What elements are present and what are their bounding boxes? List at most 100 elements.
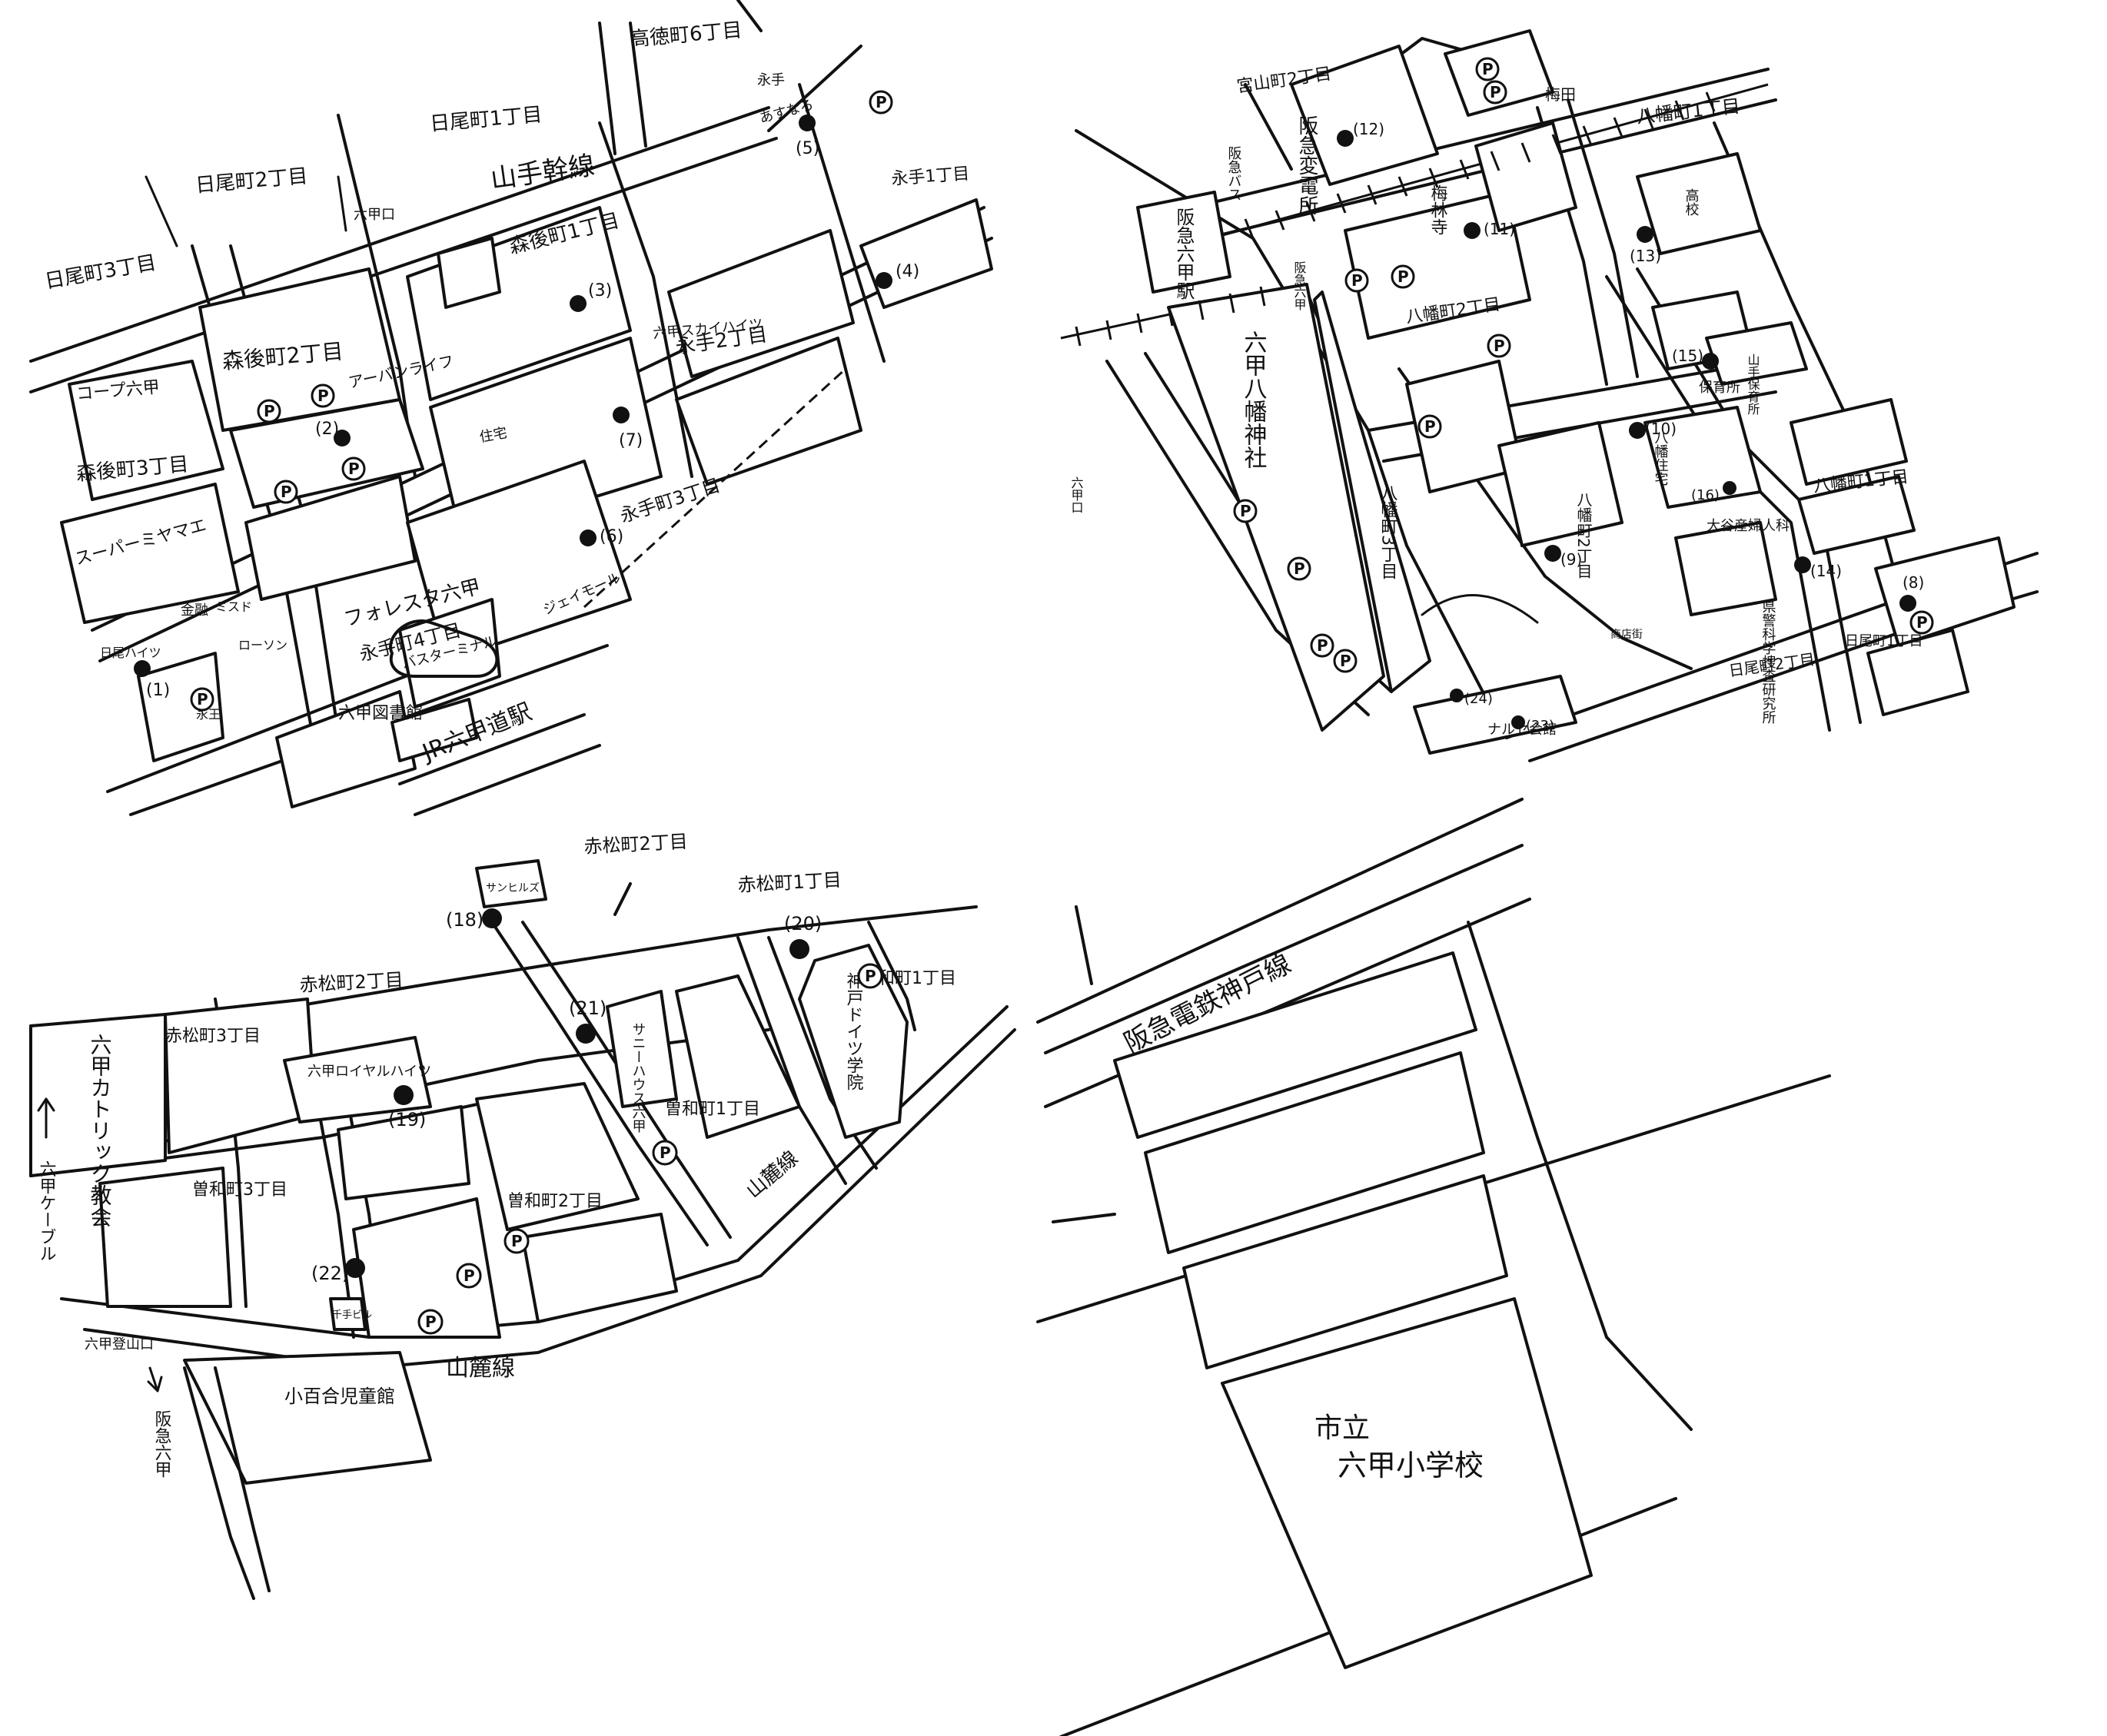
stop-marker-9[interactable] [1544, 545, 1561, 562]
place-label-shotengai: 商店街 [1610, 629, 1643, 641]
stop-marker-22[interactable] [345, 1258, 365, 1278]
place-label-catholic: 六甲カトリック教会 [88, 1034, 113, 1227]
stop-marker-4[interactable] [876, 272, 892, 289]
place-label-koko: 高校 [1683, 188, 1700, 216]
parking-icon: P [341, 456, 366, 481]
stop-marker-3[interactable] [570, 295, 587, 312]
stop-label-13: (13) [1630, 247, 1661, 265]
place-label-royal-heights: 六甲ロイヤルハイツ [307, 1064, 431, 1080]
parking-group-top-right: P P P P P P P P P P P [1233, 57, 1934, 673]
stop-marker-15[interactable] [1702, 353, 1719, 370]
area-label-hio1: 日尾町1丁目 [429, 103, 543, 136]
labels-bottom-left: 赤松町2丁目 赤松町1丁目 赤松町2丁目 赤松町3丁目 曽和町1丁目 曽和町1丁… [37, 831, 957, 1478]
stop-label-15: (15) [1672, 347, 1703, 365]
stops-bottom-left: (18) (19) (20) (21) (22) [311, 908, 822, 1284]
place-label-tozan: 六甲登山口 [85, 1336, 154, 1353]
svg-text:P: P [876, 93, 887, 111]
place-label-hankyu-rokko: 阪急六甲駅 [1173, 207, 1195, 300]
stop-marker-21[interactable] [576, 1024, 596, 1044]
svg-text:P: P [1294, 559, 1305, 578]
svg-text:P: P [264, 402, 275, 420]
parking-icon: P [190, 687, 214, 712]
stop-marker-16[interactable] [1723, 481, 1736, 495]
svg-text:P: P [1482, 60, 1494, 78]
stop-label-19: (19) [388, 1109, 426, 1130]
place-label-sunny-house: サニーハウス六甲 [630, 1022, 646, 1133]
road-label-sanroku: 山麓線 [446, 1355, 515, 1382]
stop-marker-5[interactable] [799, 115, 816, 131]
area-label-hio3: 日尾町3丁目 [43, 251, 158, 294]
stops-top-right: (8) (9) (10) (11) (12) (13) (14) (15) (1… [1337, 120, 1924, 734]
place-label-hankyu-substation: 阪急変電所 [1295, 115, 1318, 215]
area-label-hachiman2b: 八幡町2丁目 [1574, 492, 1593, 579]
stop-label-6: (6) [600, 527, 623, 546]
place-label-baishoji: 梅林寺 [1428, 184, 1448, 235]
place-label-umeda: 梅田 [1545, 85, 1576, 104]
parking-icon: P [1233, 499, 1258, 523]
stop-marker-20[interactable] [789, 939, 809, 959]
map-bottom-right [1036, 798, 1831, 1736]
stop-label-16: (16) [1691, 487, 1720, 503]
parking-icon: P [1475, 57, 1500, 81]
stop-marker-10[interactable] [1629, 422, 1646, 439]
area-label-hio2: 日尾町2丁目 [194, 164, 309, 197]
stop-label-5: (5) [796, 139, 819, 158]
stop-label-23: (23) [1526, 718, 1554, 734]
parking-icon: P [869, 90, 893, 115]
place-label-german-school: 神戸ドイツ学院 [844, 972, 864, 1090]
place-label-kiriuma: 県警科学捜査研究所 [1760, 599, 1776, 724]
place-label-rokko-street: 阪急六甲 [1292, 261, 1307, 310]
svg-text:P: P [1424, 417, 1436, 436]
stop-marker-12[interactable] [1337, 130, 1354, 147]
svg-text:P: P [348, 460, 360, 478]
place-label-lawson: ローソン [238, 638, 287, 652]
stop-marker-14[interactable] [1794, 556, 1811, 573]
stop-label-9: (9) [1560, 550, 1582, 569]
place-label-shrine: 六甲八幡神社 [1240, 330, 1268, 469]
svg-text:P: P [425, 1313, 437, 1331]
svg-text:P: P [511, 1232, 523, 1250]
stop-label-21: (21) [569, 997, 607, 1019]
place-label-rokko-left: 六甲口 [1069, 476, 1084, 513]
parking-icon: P [857, 963, 883, 989]
place-label-misuto: ミスド [215, 599, 252, 614]
parking-icon: P [274, 480, 298, 504]
parking-icon: P [311, 383, 335, 408]
map-bottom-left [29, 859, 1016, 1600]
stop-marker-19[interactable] [394, 1085, 414, 1105]
area-label-eite1: 永手1丁目 [891, 164, 970, 189]
stop-label-8: (8) [1903, 573, 1924, 592]
stop-label-4: (4) [896, 262, 919, 281]
stop-label-22: (22) [311, 1263, 349, 1284]
stop-label-14: (14) [1810, 562, 1842, 580]
parking-icon: P [257, 399, 281, 423]
stop-marker-23[interactable] [1511, 715, 1525, 729]
place-label-hankyu-bus: 阪急バス [1226, 146, 1242, 201]
stop-marker-24[interactable] [1450, 689, 1464, 702]
area-label-hio1-tr: 日尾町1丁目 [1845, 633, 1923, 649]
svg-text:P: P [1397, 267, 1409, 286]
svg-text:P: P [1240, 502, 1251, 520]
place-label-narusegaikan: ナルセ会館 [1487, 722, 1557, 738]
svg-text:P: P [281, 483, 292, 501]
stop-marker-18[interactable] [482, 908, 502, 928]
parking-icon: P [1310, 633, 1334, 658]
stop-marker-6[interactable] [580, 529, 597, 546]
stop-marker-7[interactable] [613, 407, 630, 423]
place-label-school-a: 市立 [1314, 1412, 1370, 1444]
place-label-hoikusho: 保育所 [1699, 380, 1740, 396]
stop-marker-8[interactable] [1899, 595, 1916, 612]
place-label-chitose: 千手ビル [332, 1309, 372, 1321]
road-label-sanroku2: 山麓線 [742, 1147, 803, 1203]
svg-text:P: P [660, 1144, 671, 1162]
svg-text:P: P [1490, 83, 1501, 101]
stop-marker-11[interactable] [1464, 222, 1481, 239]
stop-marker-2[interactable] [334, 430, 351, 446]
parking-icon: P [417, 1309, 444, 1335]
area-label-akamatsu1: 赤松町1丁目 [737, 869, 842, 896]
svg-text:P: P [1351, 271, 1363, 290]
stop-marker-13[interactable] [1637, 226, 1653, 243]
stop-marker-1[interactable] [134, 660, 151, 677]
svg-text:P: P [1317, 636, 1328, 655]
